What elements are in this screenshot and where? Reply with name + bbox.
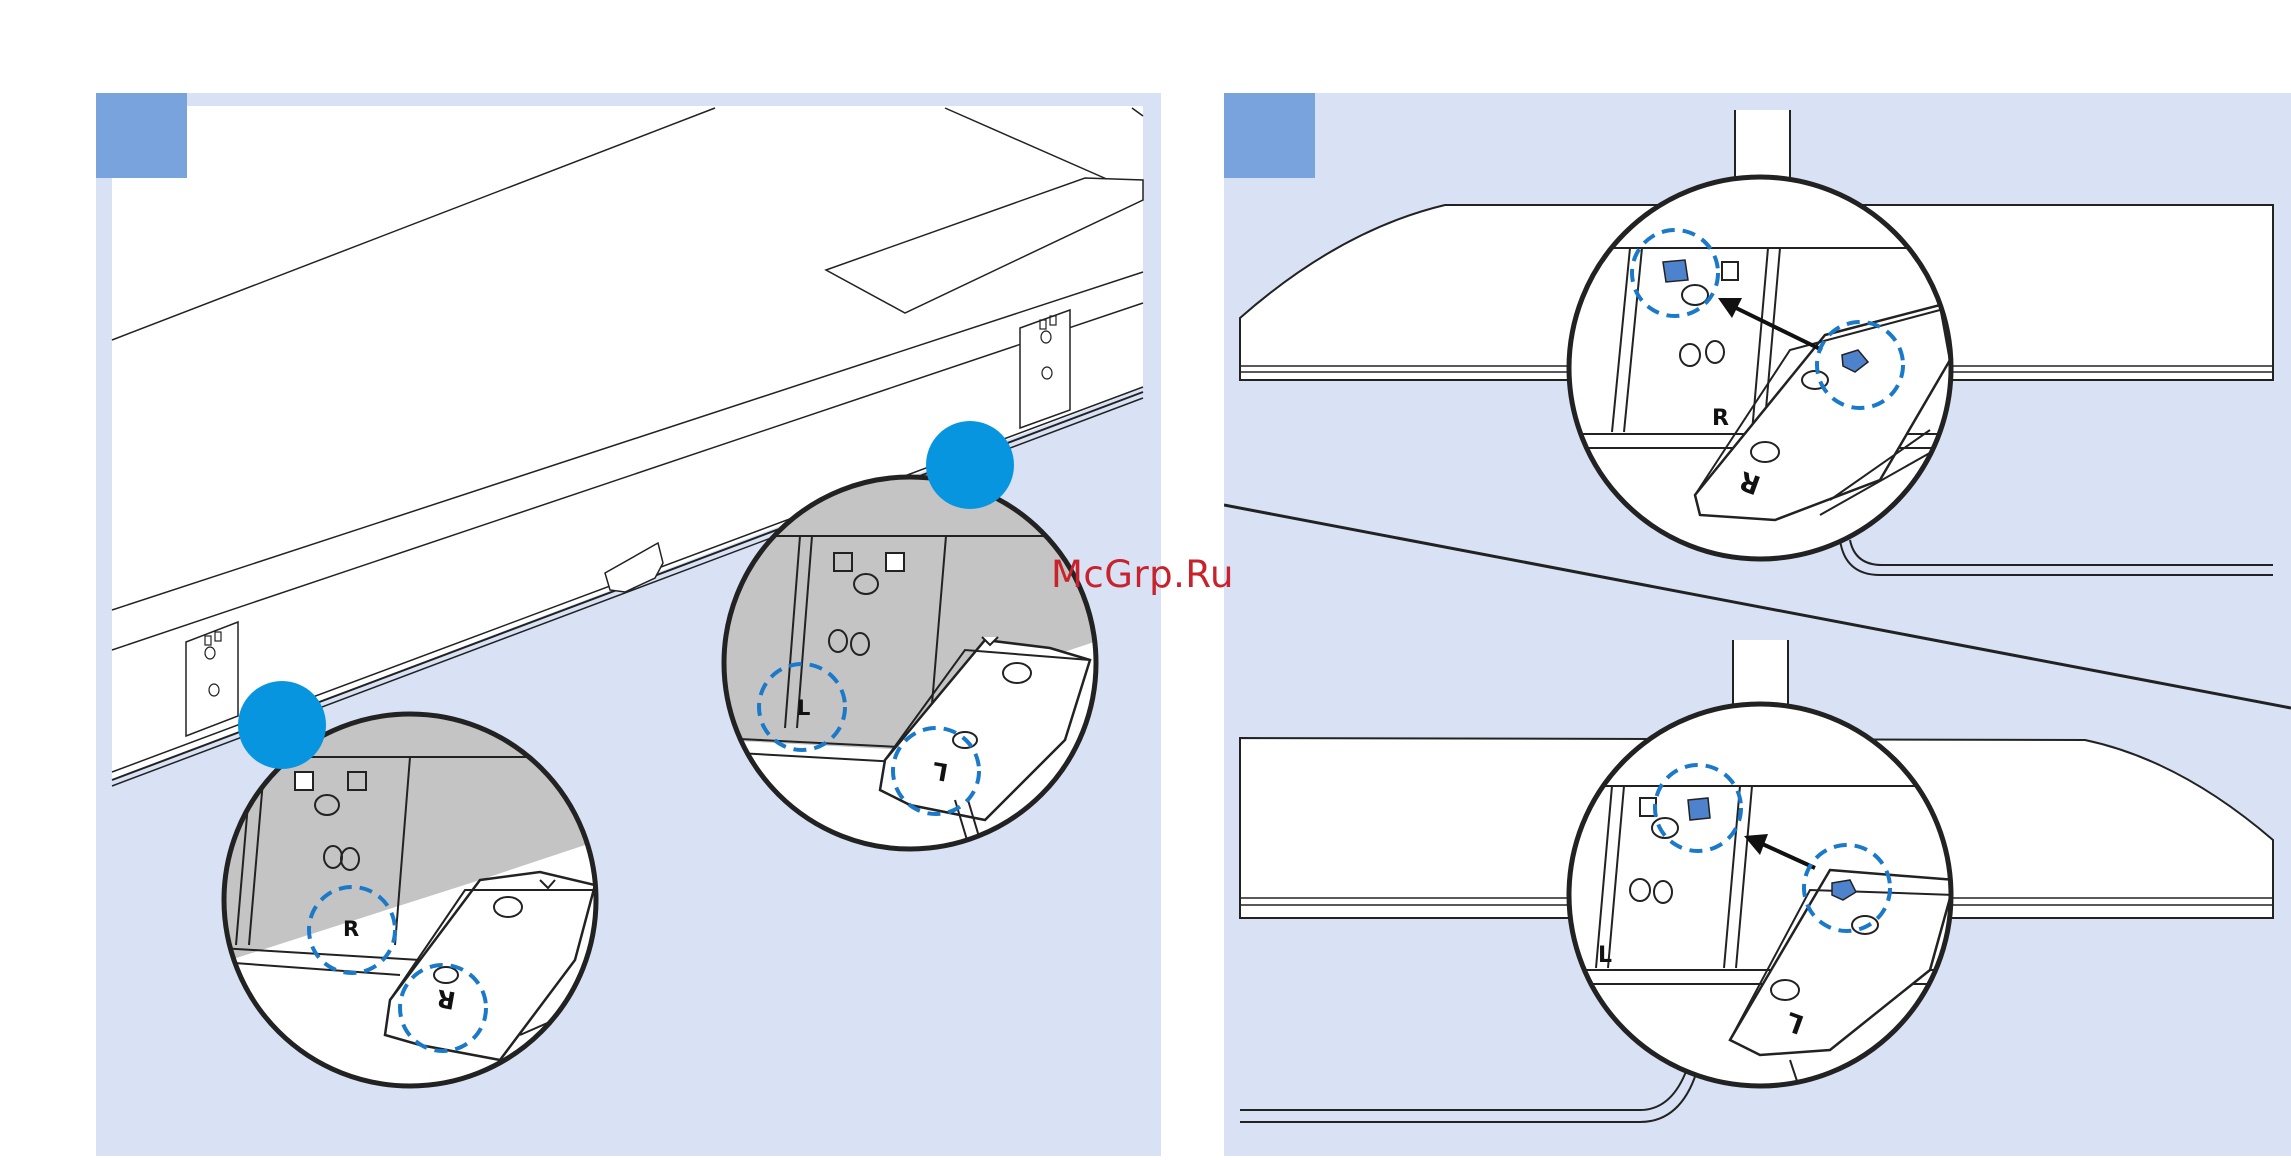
right-marker-label-top: R <box>1712 406 1729 431</box>
left-marker-label-bottom: L <box>1598 943 1612 968</box>
callout-dot-left <box>926 421 1014 509</box>
step-marker <box>1224 93 1315 178</box>
callout-dot-right <box>238 681 326 769</box>
left-panel: R R <box>96 93 1161 1156</box>
left-marker-label: L <box>797 696 810 720</box>
zoom-bottom-left-bracket: L L <box>1565 700 1955 1090</box>
step-marker <box>96 93 187 178</box>
right-marker-label: R <box>343 917 359 941</box>
right-panel: R R <box>1224 93 2291 1156</box>
watermark-text: McGrp.Ru <box>1051 553 1234 596</box>
